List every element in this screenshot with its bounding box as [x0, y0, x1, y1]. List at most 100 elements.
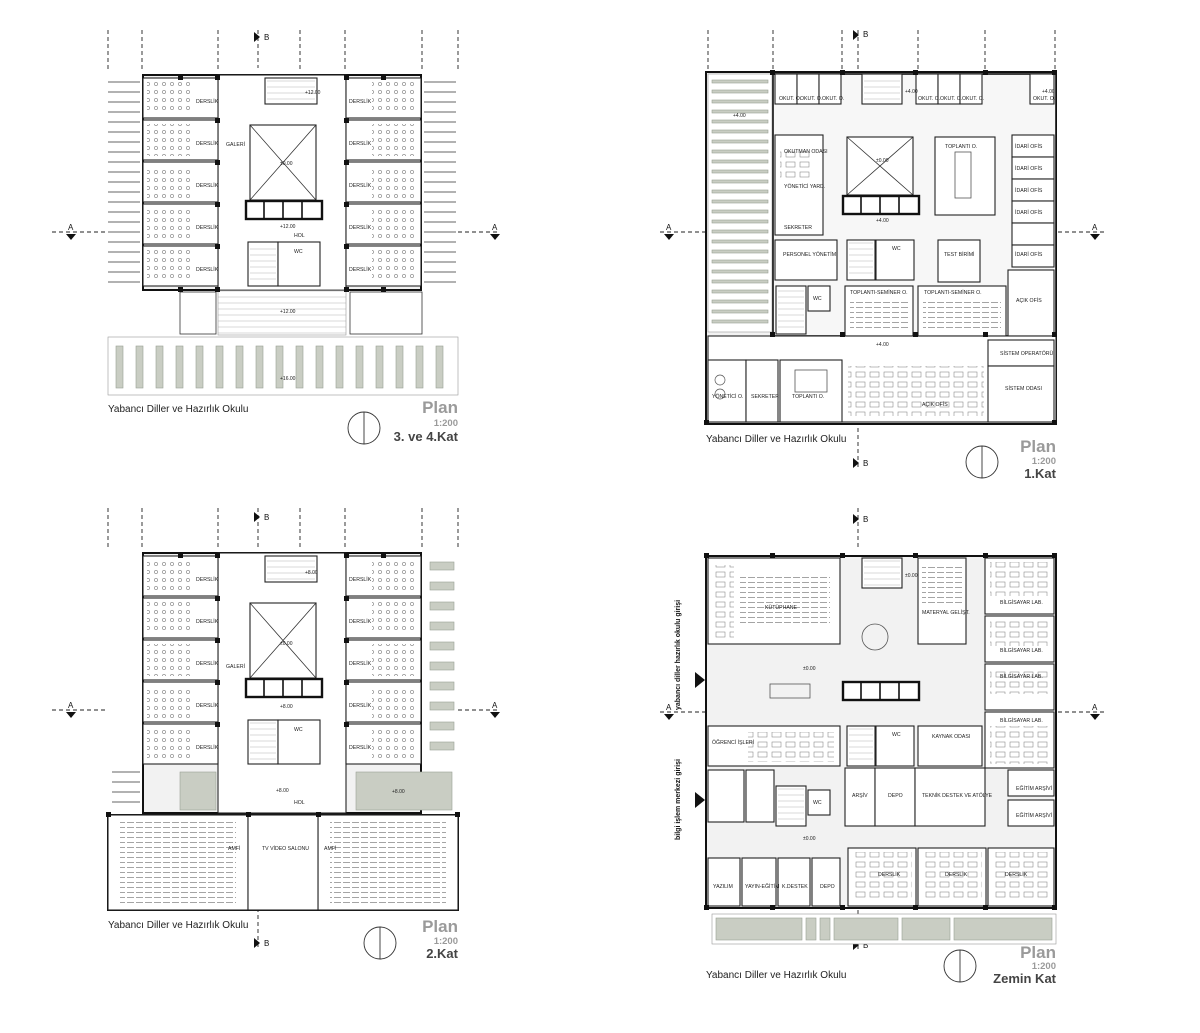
level-mark: +4.00 — [876, 218, 889, 224]
room-label: OKUTMAN ODASI — [784, 149, 828, 155]
plan-2-kat: A A B B — [52, 508, 500, 961]
room-label: DERSLİK — [349, 182, 372, 189]
section-marker-a-right: A — [1090, 703, 1100, 720]
room-label: WC — [892, 246, 901, 252]
section-marker-b-top: B — [853, 30, 868, 40]
svg-text:A: A — [492, 701, 498, 710]
section-marker-a-right: A — [490, 701, 500, 718]
section-marker-a-left: A — [664, 223, 674, 240]
room-label: DERSLİK — [196, 702, 219, 709]
room-label: OKUT. O. — [940, 96, 962, 102]
plan-3-4-kat: A A B — [52, 30, 500, 445]
plan-title: Plan — [1020, 943, 1056, 962]
room-label: DERSLİK — [196, 266, 219, 273]
section-marker-b-bottom: B — [853, 458, 868, 468]
room-label: AÇIK OFİS — [1016, 297, 1042, 304]
room-label: TV VİDEO SALONU — [262, 845, 309, 852]
room-label: DERSLİK — [196, 224, 219, 231]
room-label: DEPO — [888, 793, 903, 799]
room-label: DERSLİK — [196, 182, 219, 189]
room-label: SEKRETER — [751, 394, 779, 400]
room-label: YÖNETİCİ O. — [712, 393, 743, 400]
svg-text:B: B — [863, 941, 868, 950]
section-marker-b-bottom: B — [254, 938, 269, 948]
plan-caption: Yabancı Diller ve Hazırlık Okulu — [108, 920, 248, 931]
room-label: DERSLİK — [196, 618, 219, 625]
svg-text:A: A — [68, 223, 74, 232]
room-label: AMFİ — [228, 845, 240, 852]
room-label: K.DESTEK — [782, 884, 808, 890]
plan-title: Plan — [1020, 437, 1056, 456]
plan-caption: Yabancı Diller ve Hazırlık Okulu — [706, 970, 846, 981]
north-arrow-icon — [965, 445, 999, 479]
left-classrooms — [142, 555, 219, 765]
level-mark: +4.00 — [905, 89, 918, 95]
room-label: HOL — [294, 233, 305, 239]
roof-green-strips — [115, 345, 444, 389]
room-label: BİLGİSAYAR LAB. — [1000, 717, 1043, 724]
section-marker-a-left: A — [664, 703, 674, 720]
room-label: OKUT. O. — [822, 96, 844, 102]
room-label: DERSLİK — [349, 576, 372, 583]
plan-title: Plan — [422, 398, 458, 417]
room-label: WC — [294, 727, 303, 733]
room-label: DERSLİK — [945, 871, 968, 878]
room-label: DERSLİK — [349, 618, 372, 625]
room-label: İDARİ OFİS — [1015, 251, 1043, 258]
entrance-arrow-icon — [695, 672, 705, 688]
level-mark: +8.00 — [305, 570, 318, 576]
section-marker-b-top: B — [853, 514, 868, 524]
plan-1-kat: A A B B OKUT. O. OKUT. O. OKUT. O. OKUT.… — [660, 30, 1104, 481]
room-label: OKUT. O. — [779, 96, 801, 102]
right-classrooms — [345, 77, 422, 287]
room-label: TOPLANTI-SEMİNER O. — [850, 289, 908, 296]
room-label: PERSONEL YÖNETİMİ — [783, 251, 837, 258]
room-label: DERSLİK — [196, 98, 219, 105]
level-mark: +8.00 — [280, 704, 293, 710]
room-label: İDARİ OFİS — [1015, 209, 1043, 216]
room-label: YAYIN-EĞİTİM — [745, 883, 779, 890]
level-mark: +8.00 — [276, 788, 289, 794]
level-mark: +4.00 — [733, 113, 746, 119]
room-label: SİSTEM ODASI — [1005, 385, 1042, 392]
room-label: DERSLİK — [349, 744, 372, 751]
right-green-terrace — [429, 561, 455, 751]
plan-floor: 1.Kat — [1024, 466, 1056, 481]
room-label: WC — [813, 296, 822, 302]
level-mark: +12.00 — [280, 224, 296, 230]
level-mark: +8.00 — [392, 789, 405, 795]
room-label: İDARİ OFİS — [1015, 143, 1043, 150]
room-label: DEPO — [820, 884, 835, 890]
level-mark: +12.00 — [305, 90, 321, 96]
room-label: GALERİ — [226, 663, 245, 670]
room-label: AMFİ — [324, 845, 336, 852]
right-classrooms — [345, 555, 422, 765]
level-mark: +12.00 — [280, 309, 296, 315]
room-label: DERSLİK — [196, 744, 219, 751]
svg-text:A: A — [68, 701, 74, 710]
room-label: GALERİ — [226, 141, 245, 148]
section-marker-a-left: A — [66, 223, 76, 240]
room-label: YÖNETİCİ YARD. — [784, 183, 825, 190]
room-label: DERSLİK — [349, 224, 372, 231]
level-mark: ±0.00 — [280, 161, 293, 167]
room-label: İDARİ OFİS — [1015, 187, 1043, 194]
room-label: HOL — [294, 800, 305, 806]
svg-text:B: B — [264, 939, 269, 948]
section-marker-a-right: A — [490, 223, 500, 240]
left-classrooms — [142, 77, 219, 287]
level-mark: +16.00 — [280, 376, 296, 382]
room-label: DERSLİK — [349, 660, 372, 667]
room-label: ÖĞRENCİ İŞLERİ — [712, 739, 754, 746]
svg-text:A: A — [666, 223, 672, 232]
level-mark: ±0.00 — [803, 836, 816, 842]
entrance-label: yabancı diller hazırlık okulu girişi — [675, 600, 682, 710]
svg-text:A: A — [492, 223, 498, 232]
room-label: WC — [813, 800, 822, 806]
room-label: TOPLANTI O. — [945, 144, 977, 150]
room-label: AÇIK OFİS — [922, 401, 948, 408]
room-label: DERSLİK — [349, 266, 372, 273]
room-label: WC — [294, 249, 303, 255]
level-mark: ±0.00 — [280, 641, 293, 647]
plan-scale: 1:200 — [434, 418, 458, 429]
